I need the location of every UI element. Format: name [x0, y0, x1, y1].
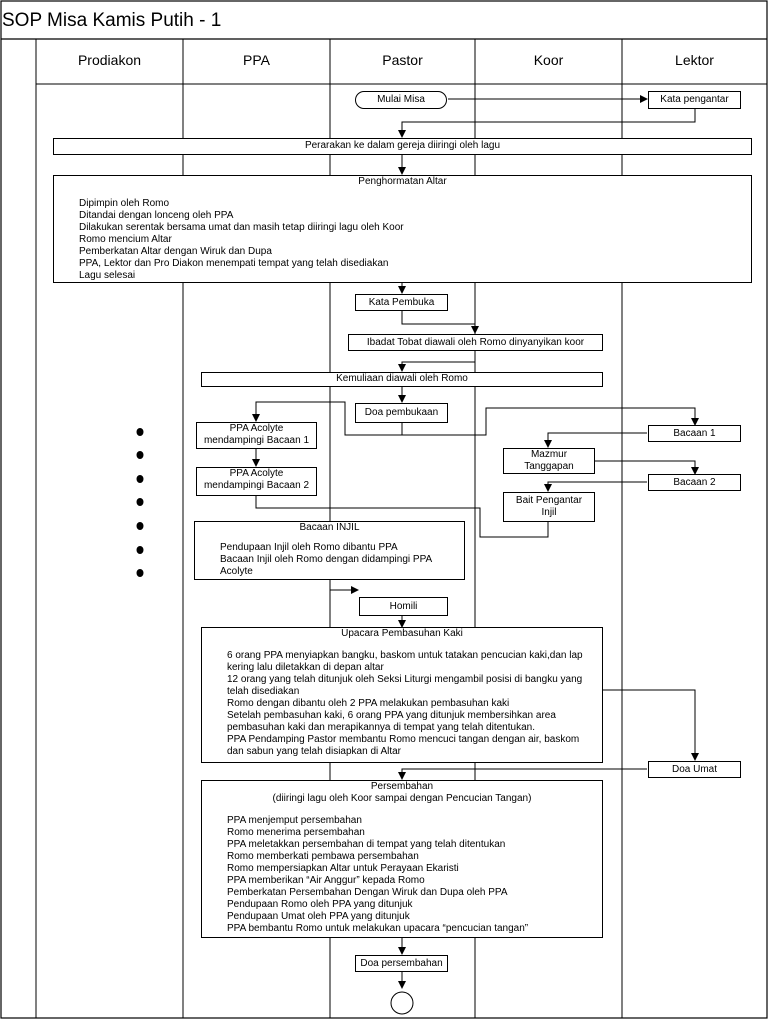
bait-line: Bait Pengantar — [515, 495, 583, 506]
persembahan-line: PPA meletakkan persembahan di tempat yan… — [227, 839, 506, 850]
pembasuhan-line: 6 orang PPA menyiapkan bangku, baskom un… — [227, 650, 583, 661]
perarakan-node: Perarakan ke dalam gereja diiringi oleh … — [53, 138, 752, 155]
persembahan-line: PPA memberikan “Air Anggur” kepada Romo — [227, 875, 425, 886]
injil-lines: Pendupaan Injil oleh Romo dibantu PPA Ba… — [195, 534, 464, 578]
penghormatan-line: Ditandai dengan lonceng oleh PPA — [79, 210, 234, 221]
persembahan-line: Romo menerima persembahan — [227, 827, 365, 838]
injil-title: Bacaan INJIL — [299, 522, 360, 533]
pembasuhan-line: 12 orang yang telah ditunjuk oleh Seksi … — [227, 674, 583, 685]
lane-header-pastor: Pastor — [382, 52, 423, 68]
pembasuhan-line: dan sabun yang telah disiapkan di Altar — [227, 746, 402, 757]
acolyte-bacaan2-node: PPA Acolyte mendampingi Bacaan 2 — [196, 467, 317, 496]
penghormatan-line: Lagu selesai — [79, 270, 136, 281]
lane-header-row — [35, 38, 768, 85]
penghormatan-line: Romo mencium Altar — [79, 234, 172, 245]
persembahan-title: Persembahan — [370, 781, 434, 792]
acolyte1-line: PPA Acolyte — [229, 423, 284, 434]
penghormatan-line: PPA, Lektor dan Pro Diakon menempati tem… — [79, 258, 389, 269]
doa-pembukaan-node: Doa pembukaan — [355, 403, 448, 423]
persembahan-line: PPA bembantu Romo untuk melakukan upacar… — [227, 923, 529, 934]
homili-node: Homili — [359, 597, 448, 616]
pembasuhan-line: pembasuhan kaki dan merapikannya di temp… — [227, 722, 535, 733]
end-connector — [390, 991, 414, 1015]
persembahan-line: Romo memberkati pembawa persembahan — [227, 851, 419, 862]
persembahan-lines: PPA menjemput persembahan Romo menerima … — [202, 805, 602, 935]
lane-header-ppa: PPA — [243, 52, 270, 68]
persembahan-line: Pendupaan Umat oleh PPA yang ditunjuk — [227, 911, 410, 922]
mazmur-line: Tanggapan — [524, 461, 574, 472]
penghormatan-line: Dipimpin oleh Romo — [79, 198, 170, 209]
pembasuhan-lines: 6 orang PPA menyiapkan bangku, baskom un… — [202, 640, 602, 758]
pembasuhan-line: Romo dengan dibantu oleh 2 PPA melakukan… — [227, 698, 510, 709]
penghormatan-node: Penghormatan Altar Dipimpin oleh Romo Di… — [53, 175, 752, 283]
lane-header-lektor: Lektor — [675, 52, 714, 68]
pembasuhan-line: kering lalu diletakkan di depan altar — [227, 662, 384, 673]
injil-line: Pendupaan Injil oleh Romo dibantu PPA — [220, 542, 398, 553]
pembasuhan-line: PPA Pendamping Pastor membantu Romo menc… — [227, 734, 580, 745]
persembahan-subtitle: (diiringi lagu oleh Koor sampai dengan P… — [272, 793, 532, 804]
persembahan-node: Persembahan (diiringi lagu oleh Koor sam… — [201, 780, 603, 938]
pembasuhan-line: Setelah pembasuhan kaki, 6 orang PPA yan… — [227, 710, 556, 721]
injil-line: Acolyte — [220, 566, 253, 577]
bacaan-injil-node: Bacaan INJIL Pendupaan Injil oleh Romo d… — [194, 521, 465, 580]
persembahan-line: Romo mempersiapkan Altar untuk Perayaan … — [227, 863, 459, 874]
page-title: SOP Misa Kamis Putih - 1 — [2, 10, 222, 31]
bait-pengantar-node: Bait Pengantar Injil — [503, 492, 595, 522]
doa-umat-node: Doa Umat — [648, 761, 741, 778]
kata-pembuka-node: Kata Pembuka — [355, 294, 448, 311]
pembasuhan-line: telah disediakan — [227, 686, 300, 697]
injil-line: Bacaan Injil oleh Romo dengan didampingi… — [220, 554, 433, 565]
penghormatan-line: Pemberkatan Altar dengan Wiruk dan Dupa — [79, 246, 272, 257]
acolyte1-line: mendampingi Bacaan 1 — [203, 435, 310, 446]
lane-header-prodiakon: Prodiakon — [77, 52, 142, 68]
kata-pengantar-node: Kata pengantar — [648, 91, 741, 109]
bait-line: Injil — [541, 507, 557, 518]
bullets — [136, 428, 144, 577]
mazmur-node: Mazmur Tanggapan — [503, 448, 595, 474]
penghormatan-line: Dilakukan serentak bersama umat dan masi… — [79, 222, 404, 233]
connectors — [252, 95, 699, 989]
pembasuhan-node: Upacara Pembasuhan Kaki 6 orang PPA meny… — [201, 627, 603, 763]
persembahan-line: Pendupaan Romo oleh PPA yang ditunjuk — [227, 899, 413, 910]
bacaan1-node: Bacaan 1 — [648, 425, 741, 442]
penghormatan-title: Penghormatan Altar — [358, 176, 447, 187]
acolyte2-line: PPA Acolyte — [229, 468, 284, 479]
mazmur-line: Mazmur — [530, 449, 568, 460]
lane-header-koor: Koor — [533, 52, 564, 68]
kemuliaan-node: Kemuliaan diawali oleh Romo — [201, 372, 603, 387]
doa-persembahan-node: Doa persembahan — [355, 955, 448, 972]
acolyte2-line: mendampingi Bacaan 2 — [203, 480, 310, 491]
start-node: Mulai Misa — [355, 91, 447, 109]
persembahan-line: Pemberkatan Persembahan Dengan Wiruk dan… — [227, 887, 508, 898]
penghormatan-lines: Dipimpin oleh Romo Ditandai dengan lonce… — [54, 188, 751, 282]
bacaan2-node: Bacaan 2 — [648, 474, 741, 491]
pembasuhan-title: Upacara Pembasuhan Kaki — [341, 628, 463, 639]
acolyte-bacaan1-node: PPA Acolyte mendampingi Bacaan 1 — [196, 422, 317, 449]
ibadat-tobat-node: Ibadat Tobat diawali oleh Romo dinyanyik… — [348, 334, 603, 351]
persembahan-line: PPA menjemput persembahan — [227, 815, 362, 826]
